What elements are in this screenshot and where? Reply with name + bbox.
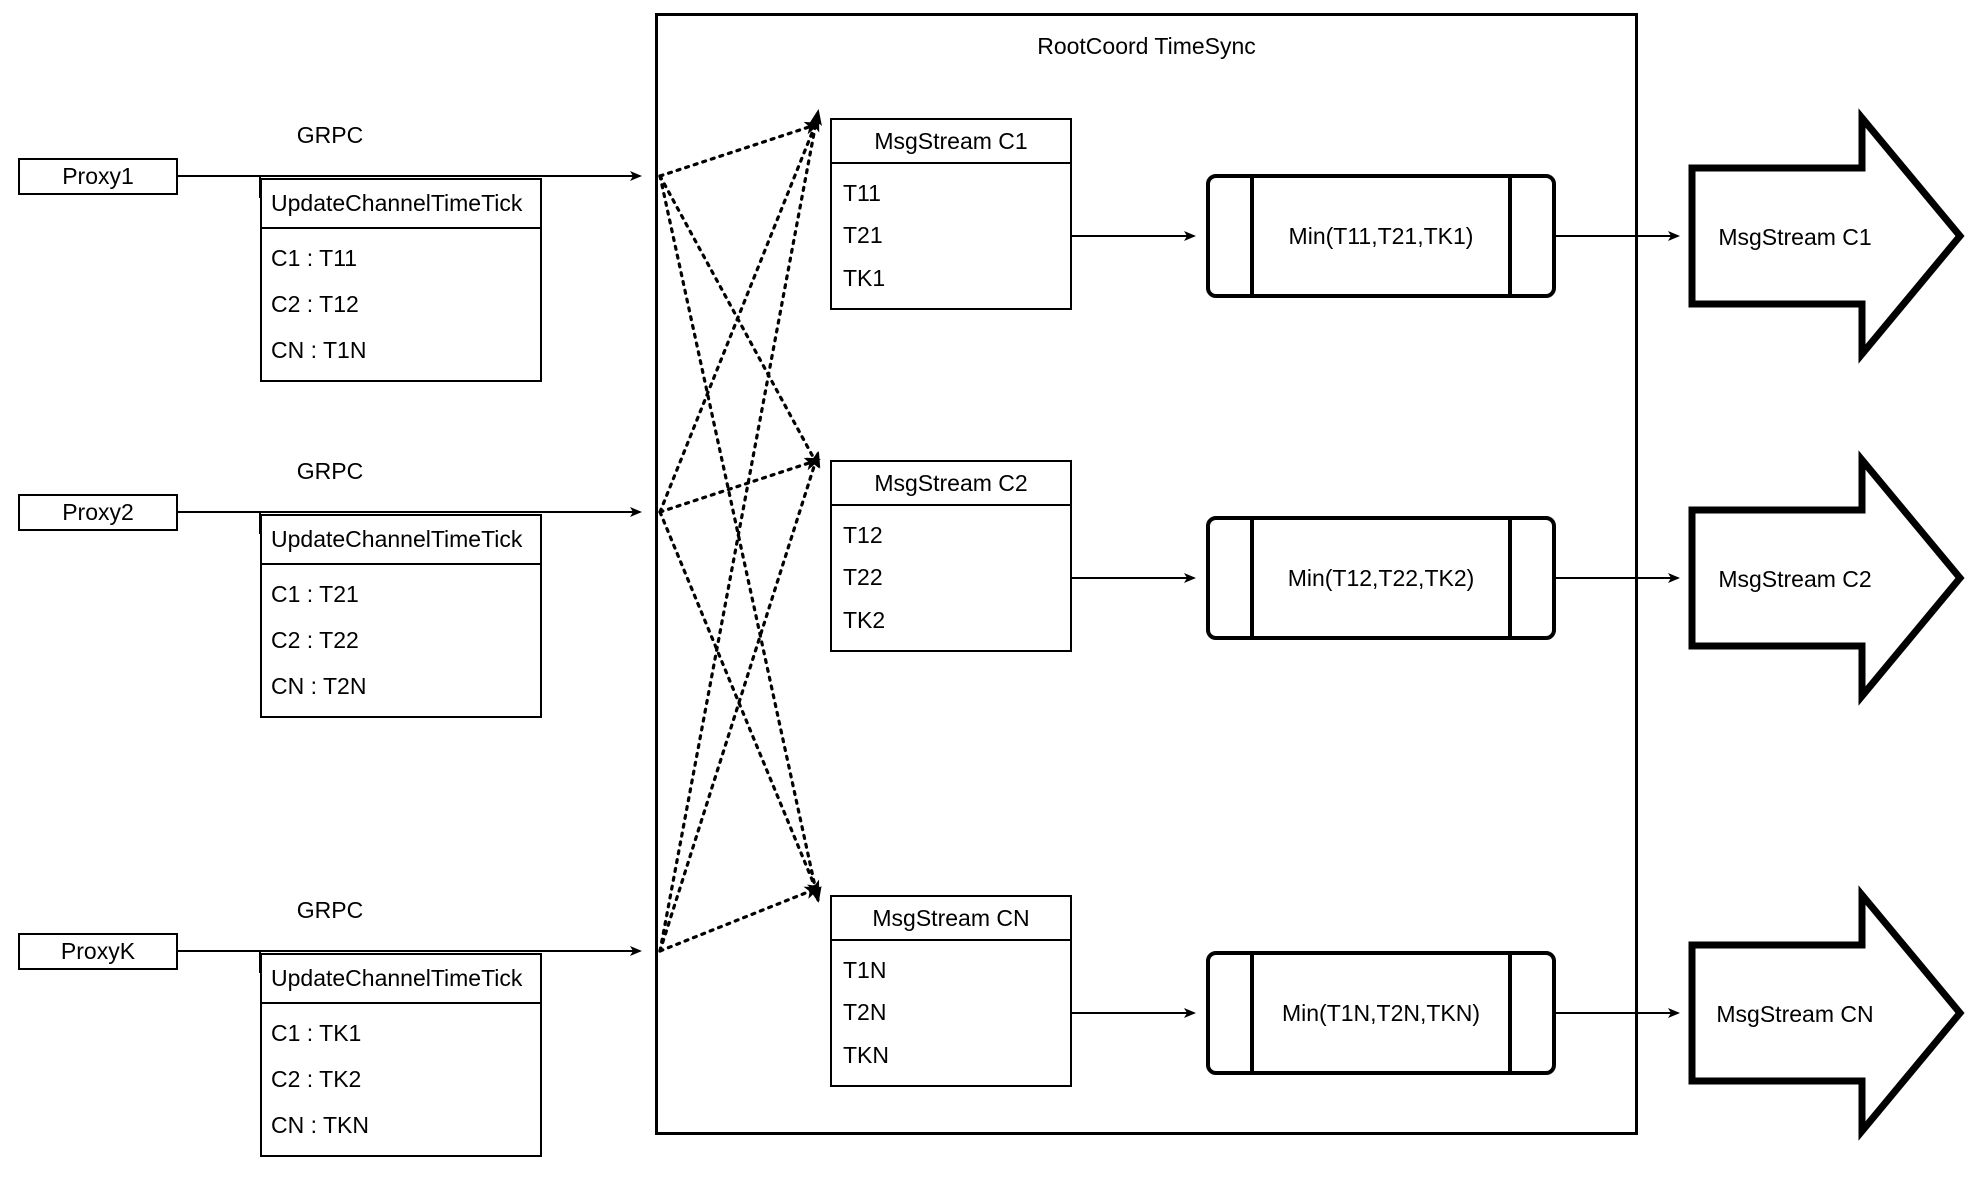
grpc-label-1: GRPC xyxy=(296,122,364,148)
msgstream-row: T12 xyxy=(843,521,883,548)
uctt-row: CN : TKN xyxy=(271,1112,369,1139)
process-divider-left xyxy=(1250,178,1254,294)
process-divider-left xyxy=(1250,520,1254,636)
msgstream-row: TK1 xyxy=(843,265,886,292)
msgstream-row: T2N xyxy=(843,999,887,1026)
output-arrow-label-c1: MsgStream C1 xyxy=(1718,224,1872,250)
uctt-header-1: UpdateChannelTimeTick xyxy=(262,180,540,229)
output-arrow-label-cn: MsgStream CN xyxy=(1716,1001,1874,1027)
proxy-box-1[interactable]: Proxy1 xyxy=(18,158,178,195)
proxy-box-2[interactable]: Proxy2 xyxy=(18,494,178,531)
uctt-header-k: UpdateChannelTimeTick xyxy=(262,955,540,1004)
min-expression: Min(T12,T22,TK2) xyxy=(1287,564,1475,591)
min-process-node-c2: Min(T12,T22,TK2) xyxy=(1206,516,1556,640)
uctt-row: C1 : T11 xyxy=(271,244,358,271)
msgstream-body-cn: T1N T2N TKN xyxy=(832,941,1070,1085)
msgstream-row: T22 xyxy=(843,564,883,591)
msgstream-row: T21 xyxy=(843,222,883,249)
uctt-body-k: C1 : TK1 C2 : TK2 CN : TKN xyxy=(262,1004,540,1155)
proxy-label: Proxy1 xyxy=(62,163,134,189)
uctt-row: C2 : T22 xyxy=(271,626,359,653)
update-channel-timetick-table-2: UpdateChannelTimeTick C1 : T21 C2 : T22 … xyxy=(260,514,542,718)
uctt-row: CN : T1N xyxy=(271,337,367,364)
uctt-row: C1 : T21 xyxy=(271,580,359,607)
process-divider-left xyxy=(1250,955,1254,1071)
uctt-body-2: C1 : T21 C2 : T22 CN : T2N xyxy=(262,565,540,716)
msgstream-row: T1N xyxy=(843,956,887,983)
msgstream-header-c1: MsgStream C1 xyxy=(832,120,1070,164)
grpc-label-k: GRPC xyxy=(296,897,364,923)
process-divider-right xyxy=(1508,520,1512,636)
msgstream-header-cn: MsgStream CN xyxy=(832,897,1070,941)
proxy-label: Proxy2 xyxy=(62,499,134,525)
uctt-row: C2 : TK2 xyxy=(271,1065,362,1092)
process-divider-right xyxy=(1508,955,1512,1071)
msgstream-row: TKN xyxy=(843,1042,889,1069)
msgstream-table-c2: MsgStream C2 T12 T22 TK2 xyxy=(830,460,1072,652)
output-arrow-label-c2: MsgStream C2 xyxy=(1718,566,1872,592)
uctt-header-2: UpdateChannelTimeTick xyxy=(262,516,540,565)
msgstream-body-c2: T12 T22 TK2 xyxy=(832,506,1070,650)
rootcoord-timesync-container xyxy=(655,13,1638,1135)
msgstream-table-cn: MsgStream CN T1N T2N TKN xyxy=(830,895,1072,1087)
uctt-row: CN : T2N xyxy=(271,673,367,700)
min-process-node-cn: Min(T1N,T2N,TKN) xyxy=(1206,951,1556,1075)
uctt-row: C1 : TK1 xyxy=(271,1019,362,1046)
proxy-box-k[interactable]: ProxyK xyxy=(18,933,178,970)
grpc-label-2: GRPC xyxy=(296,458,364,484)
min-expression: Min(T11,T21,TK1) xyxy=(1288,222,1474,249)
uctt-body-1: C1 : T11 C2 : T12 CN : T1N xyxy=(262,229,540,380)
update-channel-timetick-table-1: UpdateChannelTimeTick C1 : T11 C2 : T12 … xyxy=(260,178,542,382)
process-divider-right xyxy=(1508,178,1512,294)
min-process-node-c1: Min(T11,T21,TK1) xyxy=(1206,174,1556,298)
msgstream-row: TK2 xyxy=(843,607,886,634)
proxy-label: ProxyK xyxy=(60,938,136,964)
min-expression: Min(T1N,T2N,TKN) xyxy=(1281,999,1481,1026)
msgstream-table-c1: MsgStream C1 T11 T21 TK1 xyxy=(830,118,1072,310)
rootcoord-timesync-title: RootCoord TimeSync xyxy=(1037,33,1256,59)
msgstream-body-c1: T11 T21 TK1 xyxy=(832,164,1070,308)
msgstream-header-c2: MsgStream C2 xyxy=(832,462,1070,506)
msgstream-row: T11 xyxy=(843,179,881,206)
uctt-row: C2 : T12 xyxy=(271,290,359,317)
update-channel-timetick-table-k: UpdateChannelTimeTick C1 : TK1 C2 : TK2 … xyxy=(260,953,542,1157)
